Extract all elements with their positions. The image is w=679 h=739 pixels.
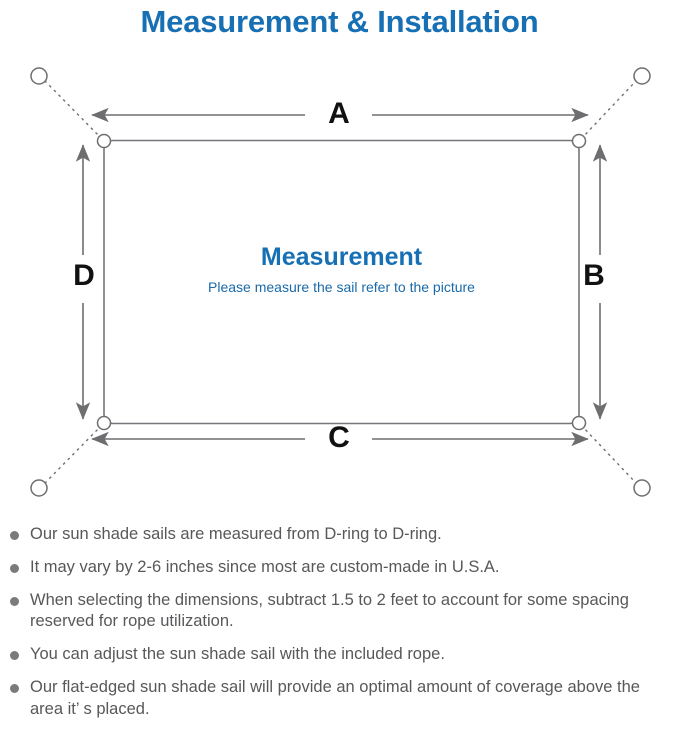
note-text: Our sun shade sails are measured from D-… xyxy=(30,525,442,543)
anchor-point-top-right xyxy=(633,67,651,85)
anchor-point-bottom-left xyxy=(30,479,48,497)
dimension-label-b: B xyxy=(583,259,605,292)
note-text: Our flat-edged sun shade sail will provi… xyxy=(30,677,640,718)
dimension-label-c: C xyxy=(328,421,350,454)
list-item: When selecting the dimensions, subtract … xyxy=(0,590,679,634)
list-item: Our sun shade sails are measured from D-… xyxy=(0,524,679,546)
rope-line-top-right xyxy=(580,80,637,140)
note-text: When selecting the dimensions, subtract … xyxy=(30,590,629,631)
sail-subtitle: Please measure the sail refer to the pic… xyxy=(208,279,475,295)
note-text: You can adjust the sun shade sail with t… xyxy=(30,645,445,664)
list-item: You can adjust the sun shade sail with t… xyxy=(0,644,679,666)
rope-line-bottom-left xyxy=(44,424,103,484)
bullet-icon xyxy=(10,531,19,540)
anchor-point-top-left xyxy=(30,67,48,85)
bullet-icon xyxy=(10,563,19,573)
d-ring-top-left xyxy=(96,133,112,149)
anchor-point-bottom-right xyxy=(633,479,651,497)
page-title: Measurement & Installation xyxy=(140,4,539,39)
dimension-label-d: D xyxy=(73,259,95,292)
dimension-label-a: A xyxy=(328,97,350,130)
d-ring-bottom-right xyxy=(571,415,587,431)
sail-body xyxy=(103,139,580,425)
bullet-icon xyxy=(10,596,19,606)
d-ring-bottom-left xyxy=(96,415,112,431)
bullet-icon xyxy=(10,651,19,661)
notes-list: Our sun shade sails are measured from D-… xyxy=(0,524,679,731)
sail-title: Measurement xyxy=(260,243,423,271)
rope-line-top-left xyxy=(44,80,103,140)
rope-line-bottom-right xyxy=(580,424,637,484)
list-item: Our flat-edged sun shade sail will provi… xyxy=(0,677,679,721)
d-ring-top-right xyxy=(571,133,587,149)
note-text: It may vary by 2-6 inches since most are… xyxy=(30,557,500,576)
sail-measurement-diagram: A B C D Measurement Please measure the s… xyxy=(0,55,679,510)
bullet-icon xyxy=(10,683,19,693)
diagram-svg xyxy=(30,67,651,497)
list-item: It may vary by 2-6 inches since most are… xyxy=(0,557,679,579)
